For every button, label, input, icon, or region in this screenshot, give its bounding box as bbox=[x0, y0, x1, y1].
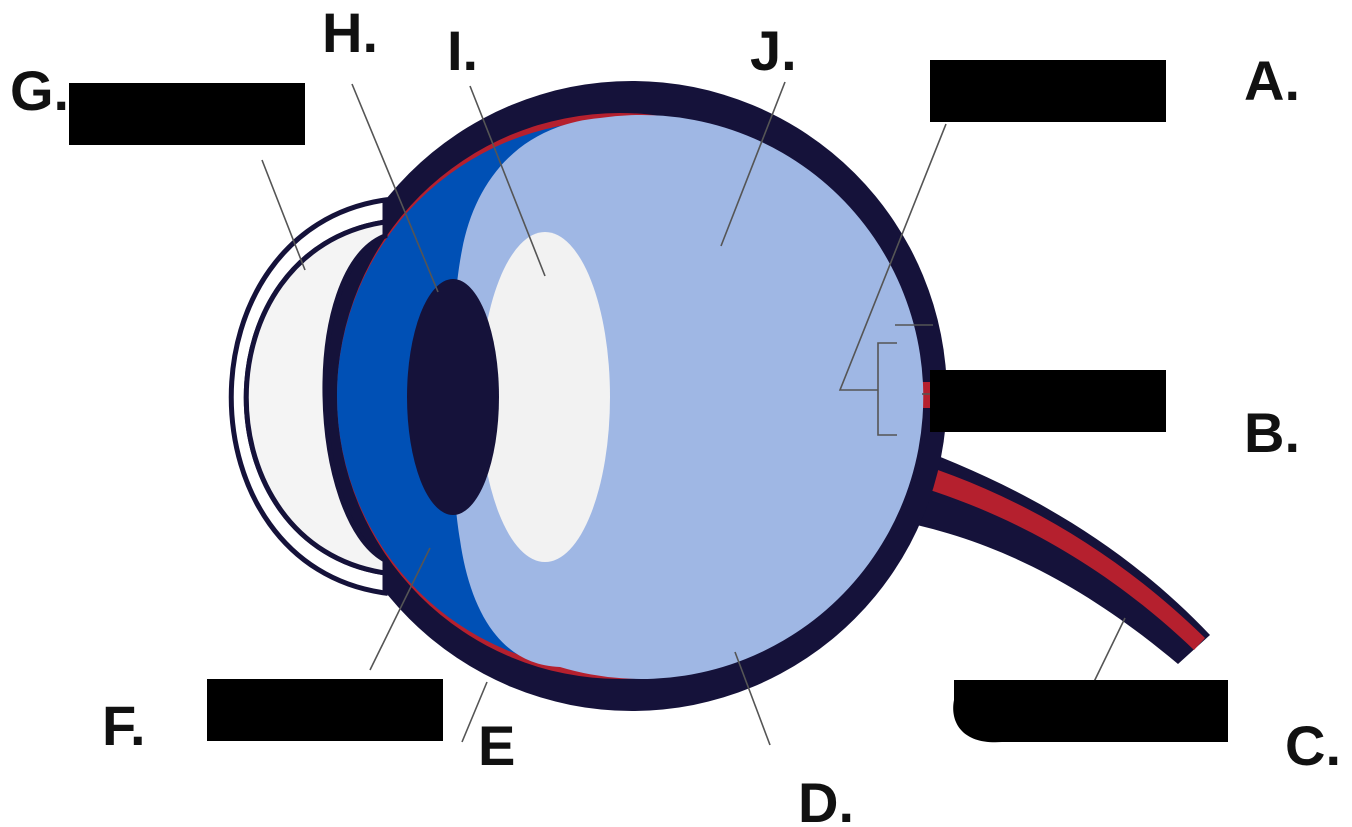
label-d: D. bbox=[798, 771, 854, 827]
label-e: E bbox=[478, 714, 515, 777]
label-g: G. bbox=[10, 59, 69, 122]
pupil bbox=[407, 279, 499, 515]
label-a: A. bbox=[1244, 49, 1300, 112]
answer-box-b bbox=[930, 370, 1166, 432]
answer-box-f bbox=[207, 679, 443, 741]
answer-box-a bbox=[930, 60, 1166, 122]
answer-box-g bbox=[69, 83, 305, 145]
label-i: I. bbox=[447, 19, 478, 82]
answer-box-c bbox=[953, 680, 1228, 742]
lens bbox=[480, 232, 610, 562]
leader-line-c bbox=[1090, 618, 1125, 690]
label-f: F. bbox=[102, 694, 146, 757]
label-h: H. bbox=[322, 1, 378, 64]
label-j: J. bbox=[750, 19, 797, 82]
label-b: B. bbox=[1244, 401, 1300, 464]
label-c: C. bbox=[1285, 714, 1341, 777]
